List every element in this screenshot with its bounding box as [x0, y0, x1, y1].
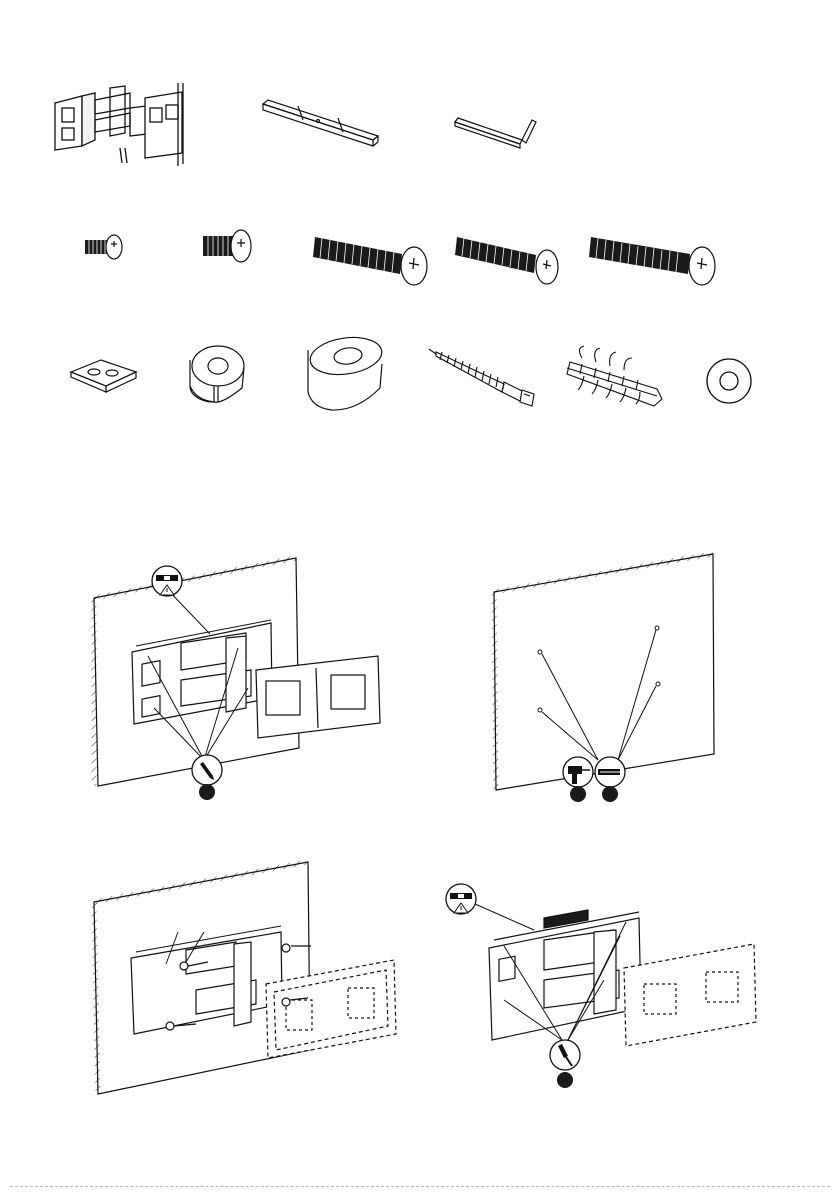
bracket-bar-icon — [258, 96, 383, 156]
part-wall-mount-assembly — [50, 78, 200, 168]
long-bolt-icon — [310, 222, 430, 288]
long-bolt-icon — [586, 222, 718, 288]
washer-icon — [704, 356, 754, 406]
plate-icon — [66, 352, 141, 397]
anchor-icon — [562, 344, 677, 414]
step-3-attach-bolts — [86, 854, 406, 1104]
page-bottom-rule — [10, 1186, 830, 1187]
long-bolt-icon — [452, 225, 562, 289]
wall-mount-icon — [50, 78, 200, 168]
short-bolt-icon — [200, 226, 260, 266]
step-1-mark-holes — [86, 548, 406, 808]
step-3-illustration — [86, 854, 406, 1104]
anchor-icon — [594, 756, 626, 804]
part-allen-key — [450, 112, 540, 157]
part-long-bolt-large — [310, 222, 430, 288]
part-long-bolt-large-2 — [586, 222, 718, 288]
short-bolt-icon — [80, 232, 130, 262]
step-1-illustration — [86, 548, 406, 808]
part-lag-bolt — [424, 344, 544, 412]
part-spacer-short — [182, 342, 247, 407]
spacer-icon — [302, 334, 387, 414]
step-4-level-and-tighten — [444, 880, 764, 1090]
step-4-illustration — [444, 880, 764, 1090]
part-safety-bracket — [258, 96, 383, 156]
step-2-drill-holes — [488, 548, 728, 808]
hex-key-icon — [450, 112, 540, 157]
part-spacer-plate — [66, 352, 141, 397]
level-icon — [444, 882, 478, 922]
spacer-icon — [182, 342, 247, 407]
part-short-bolt-m4 — [80, 232, 130, 262]
screwdriver-icon — [548, 1038, 582, 1090]
part-wall-anchor — [562, 344, 677, 414]
drill-icon — [562, 756, 594, 804]
level-icon — [150, 564, 184, 606]
part-short-bolt-m6 — [200, 226, 260, 266]
part-washer — [704, 356, 754, 406]
part-spacer-long — [302, 334, 387, 414]
part-long-bolt-medium — [452, 225, 562, 289]
pencil-icon — [191, 754, 223, 802]
lag-bolt-icon — [424, 344, 544, 412]
